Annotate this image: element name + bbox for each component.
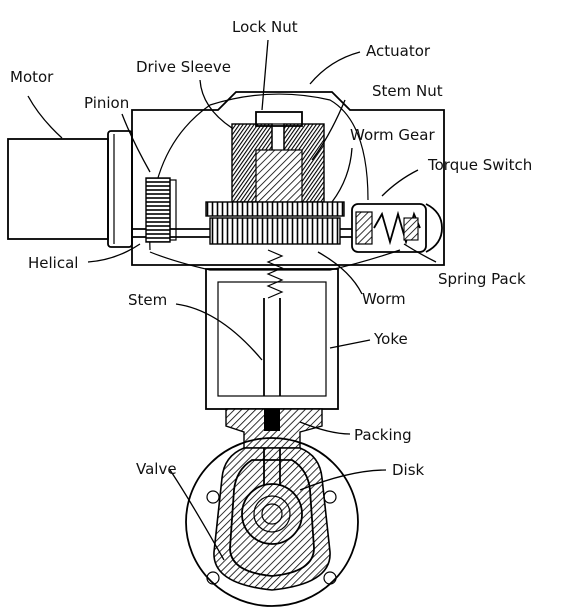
label-worm-gear: Worm Gear bbox=[350, 126, 435, 144]
stem-thread bbox=[266, 249, 284, 299]
label-pinion: Pinion bbox=[84, 94, 129, 112]
label-torque-switch: Torque Switch bbox=[427, 156, 532, 174]
label-stem: Stem bbox=[128, 291, 167, 309]
label-disk: Disk bbox=[392, 461, 425, 479]
label-packing: Packing bbox=[354, 426, 412, 444]
torque-switch bbox=[351, 203, 443, 253]
actuator-housing bbox=[131, 91, 445, 271]
motor-body bbox=[7, 130, 133, 248]
leader-lines bbox=[27, 39, 437, 561]
label-yoke: Yoke bbox=[373, 330, 408, 348]
labels: Lock Nut Actuator Motor Drive Sleeve Ste… bbox=[10, 18, 532, 479]
worm-gear bbox=[205, 201, 345, 217]
label-drive-sleeve: Drive Sleeve bbox=[136, 58, 231, 76]
label-lock-nut: Lock Nut bbox=[232, 18, 298, 36]
valve-body bbox=[185, 437, 359, 607]
label-valve: Valve bbox=[136, 460, 177, 478]
yoke bbox=[205, 268, 339, 410]
label-spring-pack: Spring Pack bbox=[438, 270, 526, 288]
label-stem-nut: Stem Nut bbox=[372, 82, 443, 100]
label-actuator: Actuator bbox=[366, 42, 431, 60]
label-motor: Motor bbox=[10, 68, 54, 86]
lock-nut bbox=[255, 111, 303, 127]
pinion-gear bbox=[145, 177, 177, 243]
label-helical: Helical bbox=[28, 254, 78, 272]
stem-nut bbox=[255, 149, 303, 203]
packing-gland bbox=[225, 408, 323, 449]
label-worm: Worm bbox=[362, 290, 406, 308]
